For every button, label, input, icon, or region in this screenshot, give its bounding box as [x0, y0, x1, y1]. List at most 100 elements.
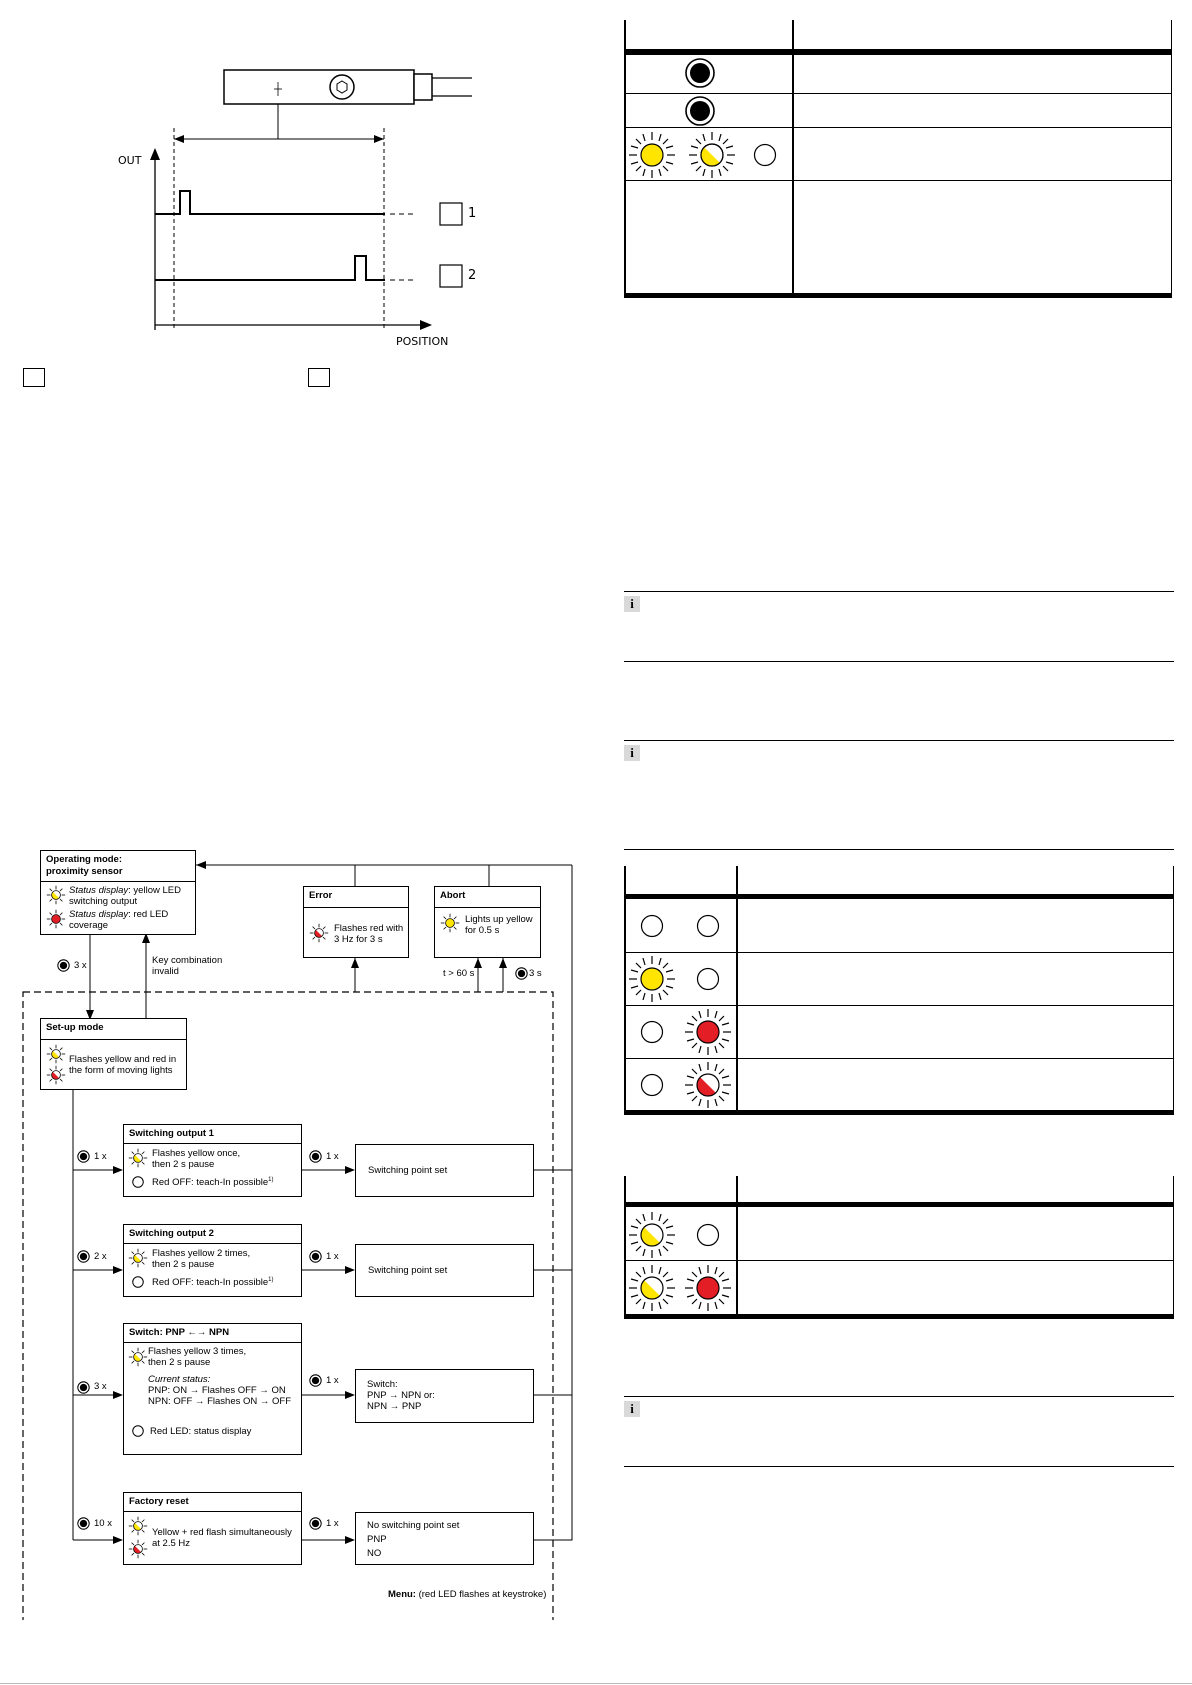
note-rule	[624, 1466, 1174, 1467]
press-3x-label: 3 x	[74, 960, 87, 971]
led-table-1	[624, 20, 1172, 300]
confirm-1x-label: 1 x	[326, 1151, 339, 1162]
switching-output-1-box: Switching output 1 Flashes yellow once, …	[123, 1124, 302, 1197]
key-icon	[77, 1250, 90, 1263]
pnp-title: Switch: PNP ←→ NPN	[129, 1327, 230, 1338]
sw1-result: Switching point set	[368, 1165, 448, 1176]
status-yellow-text: : yellow LED	[128, 885, 181, 896]
key-icon	[309, 1150, 322, 1163]
sw2-red: Red OFF: teach-In possible1)	[152, 1277, 274, 1288]
abort-box: Abort Lights up yellow for 0.5 s	[434, 886, 541, 958]
factory-reset-box: Factory reset Yellow + red flash simulta…	[123, 1492, 302, 1565]
pnp-line1: Flashes yellow 3 times,	[148, 1346, 247, 1357]
reset-result2: PNP	[367, 1534, 387, 1545]
reset-result1: No switching point set	[367, 1520, 460, 1531]
status-red-line2: coverage	[69, 920, 109, 931]
callout-1: 1	[468, 206, 477, 221]
press-10x-label: 10 x	[94, 1518, 112, 1529]
pnp-result1: Switch:	[367, 1379, 398, 1390]
note-rule	[624, 849, 1174, 850]
pnp-result2: PNP → NPN or:	[367, 1390, 435, 1401]
switching-output-2-box: Switching output 2 Flashes yellow 2 time…	[123, 1224, 302, 1297]
key-icon	[57, 959, 70, 972]
status-red-line1: Status display: red LED	[69, 909, 168, 920]
reset-result3: NO	[367, 1548, 382, 1559]
led-yellow-flash-icon	[128, 1347, 148, 1367]
pnp-status-line: PNP: ON → Flashes OFF → ON	[148, 1385, 286, 1396]
status-display-italic: Status display	[69, 909, 129, 920]
status-display-italic: Status display	[69, 885, 129, 896]
sw2-line1: Flashes yellow 2 times,	[152, 1248, 251, 1259]
led-yellow-on-icon	[629, 956, 675, 1002]
sw1-line2: then 2 s pause	[152, 1159, 215, 1170]
info-icon: i	[624, 596, 640, 612]
led-yellow-flash-icon	[629, 1265, 675, 1311]
led-off-icon	[132, 1176, 144, 1188]
led-off-icon	[132, 1425, 144, 1437]
led-yellow-flash-icon	[128, 1248, 148, 1268]
key-icon	[77, 1150, 90, 1163]
menu-note: (red LED flashes at keystroke)	[415, 1589, 547, 1600]
setup-mode-box: Set-up mode Flashes yellow and red in th…	[40, 1018, 187, 1090]
abort-line1: Lights up yellow	[465, 914, 533, 925]
sw2-title: Switching output 2	[129, 1228, 214, 1239]
timing-diagram	[150, 69, 472, 330]
key-icon	[515, 967, 528, 980]
operating-mode-box: Operating mode: proximity sensor Status …	[40, 850, 196, 935]
led-red-on-icon	[685, 1009, 731, 1055]
led-off-icon	[640, 1073, 664, 1097]
menu-label: Menu:	[388, 1589, 416, 1600]
abort-line2: for 0.5 s	[465, 925, 500, 936]
error-box: Error Flashes red with 3 Hz for 3 s	[303, 886, 409, 958]
led-yellow-flash-icon	[46, 885, 66, 905]
confirm-1x-label: 1 x	[326, 1251, 339, 1262]
info-icon: i	[624, 1401, 640, 1417]
sw2-red-text: Red OFF: teach-In possible	[152, 1277, 269, 1289]
sw1-title: Switching output 1	[129, 1128, 214, 1139]
led-off-icon	[696, 1223, 720, 1247]
sw2-result: Switching point set	[368, 1265, 448, 1276]
sw2-line2: then 2 s pause	[152, 1259, 215, 1270]
led-red-flash-icon	[46, 909, 66, 929]
operating-mode-title-line2: proximity sensor	[46, 866, 123, 877]
led-yellow-on-icon	[629, 132, 675, 178]
switching-point-set-box-1: Switching point set	[355, 1144, 534, 1197]
led-off-icon	[132, 1276, 144, 1288]
led-table-2	[624, 866, 1174, 1116]
press-3s-label: 3 s	[529, 968, 542, 979]
led-table-3	[624, 1176, 1174, 1320]
timeout-label: t > 60 s	[443, 968, 475, 979]
setup-line2: the form of moving lights	[69, 1065, 173, 1076]
led-yellow-flash-icon	[689, 132, 735, 178]
error-title: Error	[309, 890, 333, 901]
press-1x-label: 1 x	[94, 1151, 107, 1162]
led-red-flash-icon	[128, 1539, 148, 1559]
error-line2: 3 Hz for 3 s	[334, 934, 383, 945]
page-bottom-rule	[0, 1683, 1192, 1684]
confirm-1x-label: 1 x	[326, 1375, 339, 1386]
menu-caption: Menu: (red LED flashes at keystroke)	[388, 1589, 546, 1600]
pnp-npn-switch-box: Switch: PNP ←→ NPN Flashes yellow 3 time…	[123, 1323, 302, 1455]
led-off-icon	[696, 967, 720, 991]
note-rule	[624, 740, 1174, 741]
press-3x-label: 3 x	[94, 1381, 107, 1392]
factory-reset-result-box: No switching point set PNP NO	[355, 1512, 534, 1565]
sw1-red-text: Red OFF: teach-In possible	[152, 1177, 269, 1189]
pnp-result3: NPN → PNP	[367, 1401, 422, 1412]
key-combination-line2: invalid	[152, 966, 179, 977]
led-red-flash-icon	[309, 923, 329, 943]
legend-box-left	[23, 368, 45, 387]
led-off-icon	[640, 1020, 664, 1044]
key-combination-line1: Key combination	[152, 955, 223, 966]
npn-status-line: NPN: OFF → Flashes ON → OFF	[148, 1396, 292, 1407]
led-yellow-flash-icon	[128, 1516, 148, 1536]
led-off-icon	[640, 914, 664, 938]
callout-2: 2	[468, 268, 477, 283]
operating-mode-title-line1: Operating mode:	[46, 854, 123, 865]
error-line1: Flashes red with	[334, 923, 404, 934]
info-icon: i	[624, 745, 640, 761]
key-icon	[77, 1381, 90, 1394]
led-red-flash-icon	[46, 1065, 66, 1085]
pnp-red: Red LED: status display	[150, 1426, 252, 1437]
status-yellow-line2: switching output	[69, 896, 138, 907]
